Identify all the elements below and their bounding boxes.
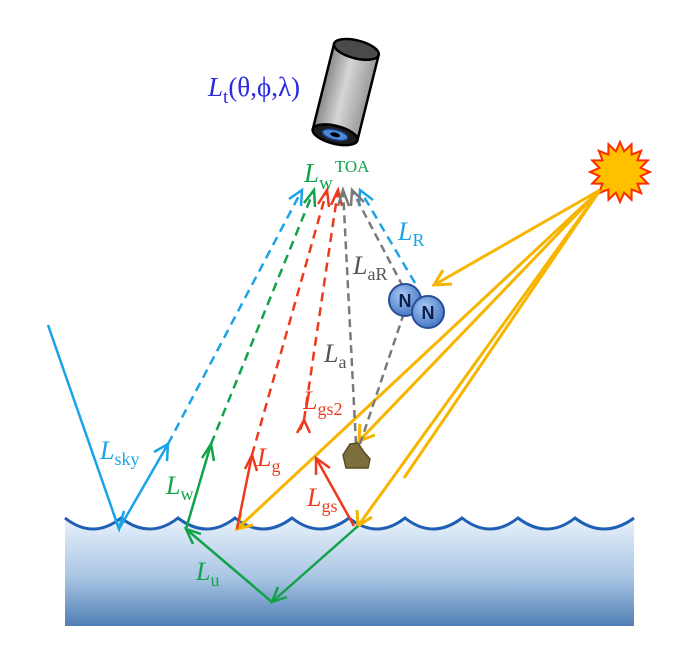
label-L-w: Lw [165,471,193,504]
aerosol-arrowheads [336,186,365,207]
gs2-arrowhead [295,417,312,434]
label-L-u: Lu [195,557,219,590]
label-L-sky: Lsky [99,436,139,469]
sky-light-paths [46,187,417,534]
sun-ray-to-molecules [433,188,601,287]
water-leaving-to-toa-dashed [209,189,316,445]
water-leaving-ray [184,443,213,530]
sun-icon [587,139,653,205]
sun-ray-to-glint-point [235,188,602,531]
rayleigh-molecule-icon: N N [388,283,445,329]
particle-to-surface-arrowhead [314,455,331,475]
label-L-gs2: Lgs2 [302,386,342,419]
aerosol-paths [341,189,411,445]
underwater-path-up [185,528,273,603]
label-L-R: LR [397,217,424,250]
incident-sky-ray [46,324,121,530]
underwater-path-down [271,525,359,603]
glint-paths [235,186,356,530]
satellite-sensor-icon [311,37,381,147]
toa-water-leaving-label: LwTOA [303,157,370,194]
sun-ray-to-water-entry [402,189,602,479]
aerosol-rayleigh-upper-dashed [350,189,411,299]
glint-ray [235,454,254,530]
sky-to-toa-arrowhead [288,187,304,207]
water-leaving-to-toa-arrowhead [303,186,317,208]
gs2-to-toa-dashed [302,189,340,421]
rayleigh-to-toa-dashed [358,189,417,284]
aerosol-particle-icon [342,442,371,469]
sensor-radiance-label: Lt(θ,ϕ,λ) [207,72,300,108]
label-L-aR: LaR [352,251,387,284]
particle-to-surface-ray [314,457,356,527]
sun-ray-to-particle [357,188,602,443]
sun-ray-to-surface [356,189,602,527]
rayleigh-to-toa-arrowhead [357,187,374,207]
label-L-a: La [323,339,346,372]
label-L-gs: Lgs [306,483,337,516]
label-L-g: Lg [256,443,280,476]
aerosol-rayleigh-to-toa-dashed [358,297,411,445]
sky-to-toa-dashed [166,189,304,445]
molecule-label-2: N [422,303,435,323]
water-leaving-paths [183,186,359,605]
sun-ray-arrowhead-particle [357,423,376,444]
sun-ray-arrowhead-molecules [431,269,453,287]
glint-to-toa-arrowhead [316,186,331,208]
reflected-sky-ray [117,443,170,530]
glint-to-toa-dashed [250,189,329,456]
aerosol-to-toa-dashed [341,189,358,445]
molecule-label-1: N [399,291,412,311]
